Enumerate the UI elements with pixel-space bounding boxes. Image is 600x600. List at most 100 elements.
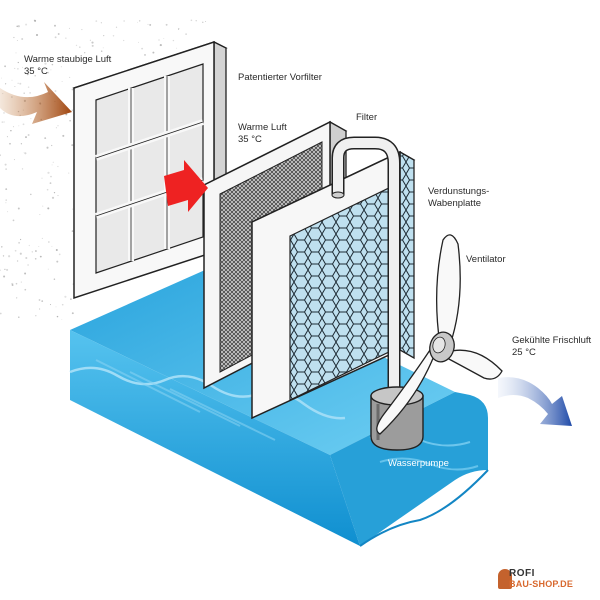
dust-particle [195, 20, 197, 22]
dust-particle [138, 41, 139, 43]
label-fan: Ventilator [466, 254, 506, 265]
dust-particle [9, 142, 11, 145]
dust-particle [4, 65, 6, 68]
dust-particle [3, 112, 5, 114]
label-water-pump: Wasserpumpe [388, 458, 449, 469]
dust-particle [141, 47, 144, 50]
logo-mark-icon [498, 569, 512, 589]
dust-particle [205, 21, 207, 22]
dust-particle [68, 27, 70, 29]
dust-particle [4, 163, 7, 166]
dust-particle [51, 245, 53, 247]
dust-particle [24, 288, 27, 291]
dust-particle [138, 20, 141, 22]
dust-particle [23, 152, 25, 154]
dust-particle [0, 269, 1, 271]
dust-particle [17, 82, 19, 84]
dust-particle [3, 121, 5, 123]
dust-particle [38, 245, 40, 247]
dust-particle [44, 137, 47, 139]
label-warm-dusty-air-temp: 35 °C [24, 66, 48, 77]
dust-particle [49, 304, 52, 306]
dust-particle [47, 207, 50, 210]
dust-particle [152, 51, 155, 54]
dust-particle [54, 24, 56, 27]
dust-particle [57, 195, 59, 197]
dust-particle [75, 44, 78, 47]
dust-particle [79, 46, 81, 48]
dust-particle [15, 282, 18, 285]
dust-particle [13, 159, 15, 161]
dust-particle [12, 126, 15, 128]
brand-logo: ROFI BAU-SHOP.DE [498, 568, 590, 592]
dust-particle [55, 306, 57, 308]
label-evaporative-pad-line1: Verdunstungs- [428, 186, 490, 197]
dust-particle [34, 75, 36, 77]
dust-particle [39, 214, 41, 216]
dust-particle [102, 47, 104, 49]
dust-particle [50, 175, 52, 178]
dust-particle [16, 260, 19, 262]
dust-particle [176, 47, 178, 49]
hot-air-arrow [164, 160, 208, 212]
dust-particle [4, 268, 6, 271]
dust-particle [163, 38, 165, 39]
dust-particle [136, 21, 138, 23]
dust-particle [144, 53, 146, 56]
dust-particle [54, 90, 57, 92]
dust-particle [68, 172, 70, 174]
dust-particle [38, 299, 41, 301]
dust-particle [27, 134, 30, 136]
logo-text-bottom: BAU-SHOP.DE [509, 579, 574, 589]
dust-particle [71, 144, 74, 147]
fan [376, 234, 503, 435]
dust-particle [53, 278, 56, 280]
dust-particle [11, 79, 13, 81]
dust-particle [5, 188, 8, 190]
dust-particle [72, 208, 73, 210]
dust-particle [91, 41, 94, 44]
dust-particle [3, 275, 6, 278]
dust-particle [71, 312, 74, 315]
dust-particle [27, 264, 29, 266]
dust-particle [61, 56, 62, 58]
dust-particle [11, 282, 14, 285]
dust-particle [165, 23, 168, 26]
dust-particle [89, 39, 91, 41]
dust-particle [1, 246, 3, 248]
dust-particle [55, 127, 57, 129]
dust-particle [29, 92, 31, 94]
dust-particle [47, 71, 49, 74]
dust-particle [10, 129, 12, 132]
dust-particle [95, 20, 98, 22]
dust-particle [64, 295, 67, 298]
dust-particle [61, 303, 64, 306]
dust-particle [31, 251, 33, 253]
dust-particle [51, 63, 54, 66]
dust-particle [21, 168, 24, 170]
dust-particle [44, 62, 47, 65]
dust-particle [39, 255, 42, 258]
dust-particle [91, 44, 94, 47]
dust-particle [19, 252, 22, 255]
dust-particle [46, 188, 49, 191]
dust-particle [123, 20, 125, 22]
dust-particle [35, 314, 37, 317]
dust-particle [65, 37, 67, 39]
dust-particle [47, 268, 49, 270]
dust-particle [6, 136, 8, 138]
dust-particle [5, 199, 7, 201]
dust-particle [69, 119, 71, 122]
label-warm-air-temp: 35 °C [238, 134, 262, 145]
dust-particle [8, 255, 11, 258]
dust-particle [185, 33, 187, 35]
dust-particle [15, 52, 17, 54]
water-pipe [331, 136, 401, 406]
dust-particle [2, 255, 5, 257]
dust-particle [172, 39, 175, 42]
dust-particle [123, 39, 125, 42]
label-warm-air: Warme Luft [238, 122, 287, 133]
dust-particle [12, 219, 15, 222]
dust-particle [13, 36, 15, 39]
dust-particle [41, 300, 44, 302]
